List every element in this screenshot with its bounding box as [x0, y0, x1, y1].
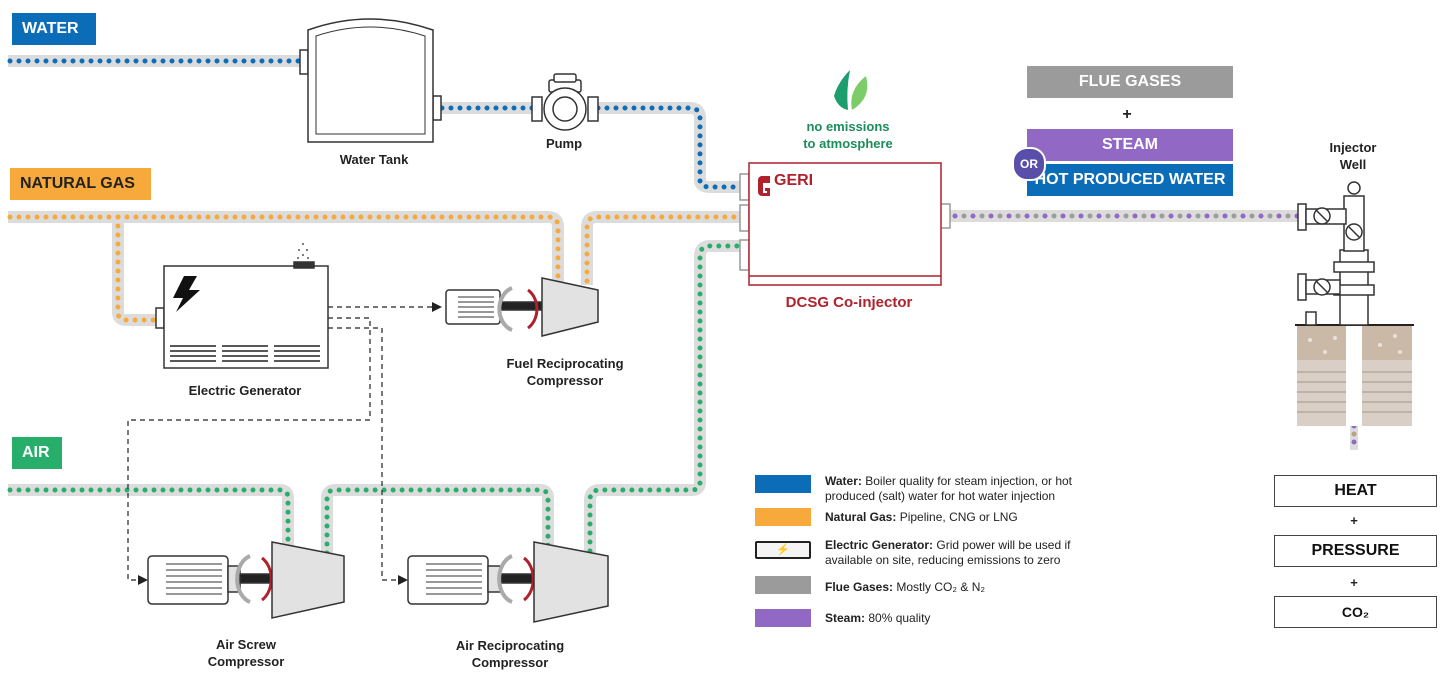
air-pipe-dcsg [584, 240, 741, 578]
legend-water-text: Water: Boiler quality for steam injectio… [825, 474, 1072, 503]
water-tank-label: Water Tank [339, 152, 409, 167]
fuel-compressor-icon [445, 277, 599, 337]
legend-flue-text: Flue Gases: Mostly CO₂ & N₂ [825, 580, 986, 594]
pressure-box: PRESSURE [1274, 535, 1437, 567]
water-pipe-dcsg [596, 102, 741, 193]
steam-box: STEAM [1027, 129, 1233, 161]
heat-label: HEAT [1334, 482, 1377, 499]
legend-gas-swatch [755, 508, 811, 526]
air-recip-compressor-icon [407, 541, 609, 623]
geri-logo-text: GERI [774, 172, 814, 189]
water-tank-icon [299, 18, 442, 143]
air-recip-compressor-label: Air Reciprocating Compressor [455, 638, 565, 670]
gas-stream-tag: NATURAL GAS [10, 168, 151, 200]
air-stream-tag: AIR [12, 437, 62, 469]
flue-gases-box: FLUE GASES [1027, 66, 1233, 98]
electric-generator-icon [155, 261, 329, 369]
pump-icon [531, 73, 599, 131]
lightning-icon [173, 276, 200, 312]
legend-flue-swatch [755, 576, 811, 594]
hot-produced-water-box: HOT PRODUCED WATER [1027, 164, 1233, 196]
power-line-recip [328, 327, 400, 581]
dcsg-label: DCSG Co-injector [785, 294, 913, 311]
water-stream-tag: WATER [12, 13, 96, 45]
emissions-note: no emissions to atmosphere [803, 119, 893, 151]
legend-steam-swatch [755, 609, 811, 627]
dcsg-unit [739, 162, 951, 286]
co2-label: CO₂ [1341, 604, 1370, 620]
pump-label: Pump [545, 136, 583, 151]
geri-logo [758, 176, 770, 196]
legend-water-swatch [755, 475, 811, 493]
effects-plus-2: + [1350, 575, 1358, 590]
heat-box: HEAT [1274, 475, 1437, 507]
fuel-compressor-label: Fuel Reciprocating Compressor [506, 356, 624, 388]
injector-well-icon [1295, 181, 1414, 426]
pressure-label: PRESSURE [1311, 542, 1400, 559]
air-screw-compressor-icon [147, 541, 345, 619]
effects-plus-1: + [1350, 513, 1358, 528]
legend-generator-swatch: ⚡ [755, 541, 811, 559]
legend-generator-text: Electric Generator: Grid power will be u… [825, 538, 1071, 567]
air-pipe-link [321, 484, 575, 584]
injector-well-label: Injector Well [1329, 140, 1377, 172]
legend-gas-text: Natural Gas: Pipeline, CNG or LNG [825, 510, 1018, 524]
generator-label: Electric Generator [188, 383, 302, 398]
legend-steam-text: Steam: 80% quality [825, 611, 931, 625]
co2-box: CO₂ [1274, 596, 1437, 628]
leaf-icon [834, 70, 868, 110]
air-screw-compressor-label: Air Screw Compressor [207, 637, 285, 669]
output-plus: + [1122, 106, 1132, 123]
power-line-screw [127, 317, 371, 581]
gas-pipe-generator-branch [112, 217, 158, 326]
or-badge: OR [1012, 147, 1046, 181]
